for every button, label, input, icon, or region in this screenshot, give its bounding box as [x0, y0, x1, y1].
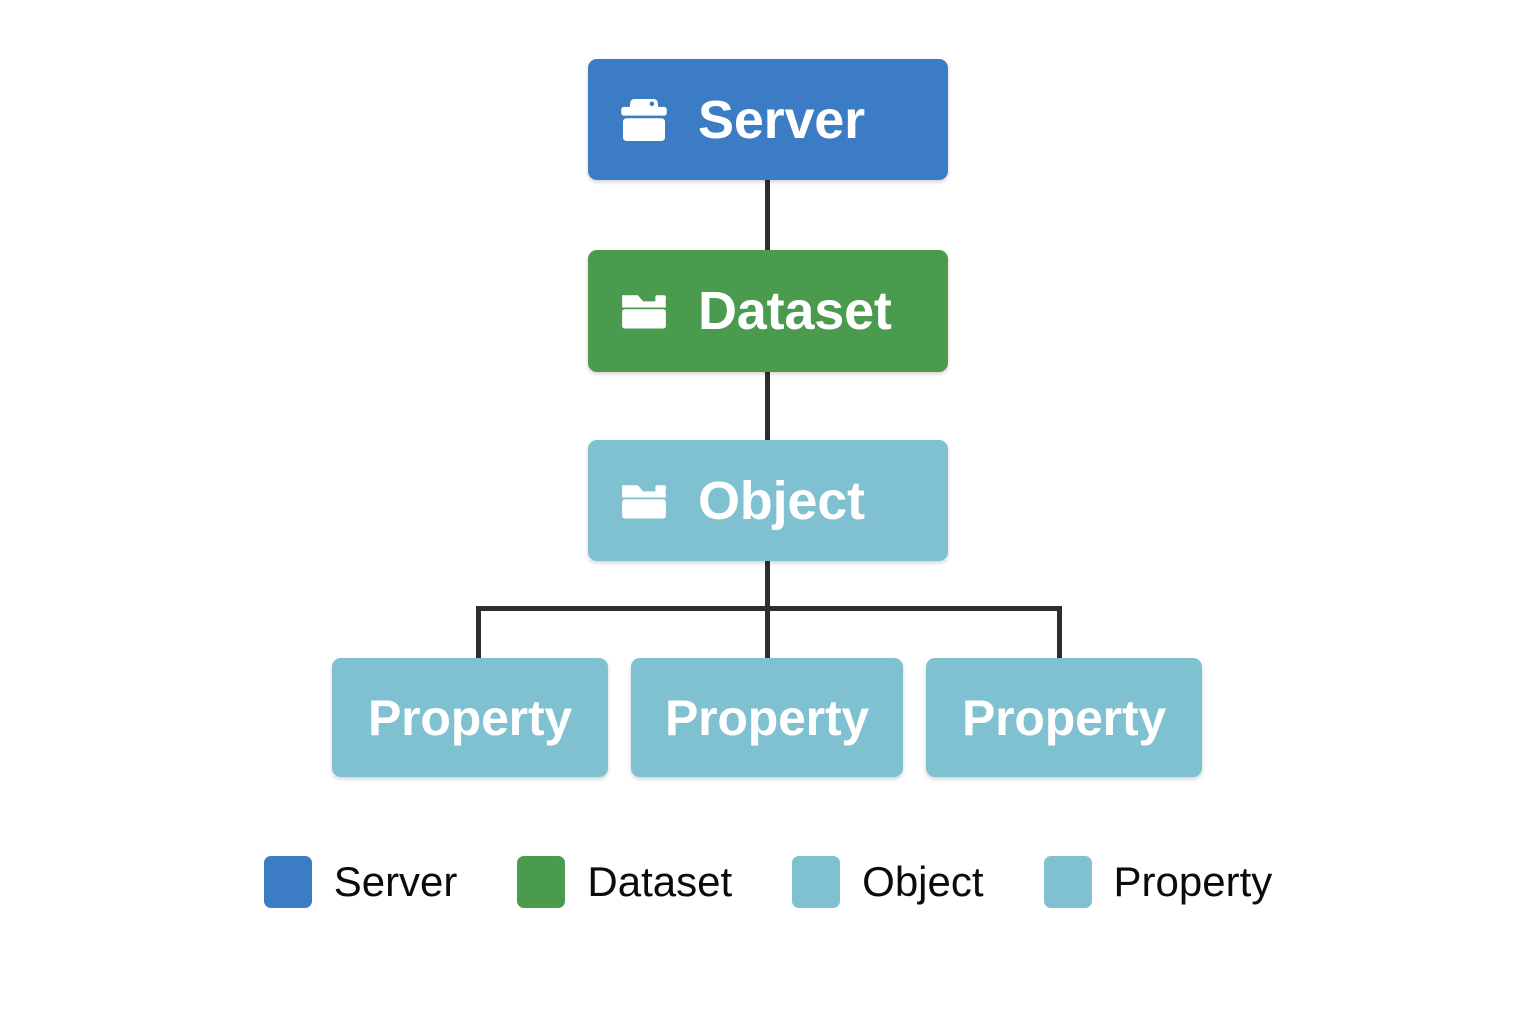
legend-swatch-object — [792, 856, 841, 908]
node-server-label: Server — [698, 89, 865, 150]
node-property-3[interactable]: Property — [926, 658, 1202, 777]
legend-swatch-property — [1043, 856, 1092, 908]
edge-object-trunk — [765, 557, 770, 611]
node-dataset[interactable]: Dataset — [588, 250, 948, 372]
legend-label-dataset: Dataset — [587, 858, 733, 905]
legend-item-object[interactable]: Object — [792, 856, 984, 908]
node-property-2-label: Property — [664, 689, 869, 746]
node-property-2[interactable]: Property — [631, 658, 903, 777]
legend: Server Dataset Object Property — [0, 856, 1536, 908]
legend-swatch-server — [263, 856, 312, 908]
node-object-label: Object — [698, 470, 865, 531]
folder-icon — [622, 484, 666, 518]
legend-item-property[interactable]: Property — [1043, 856, 1273, 908]
node-server[interactable]: Server — [588, 59, 948, 180]
legend-label-server: Server — [333, 858, 458, 905]
legend-label-property: Property — [1113, 858, 1273, 905]
node-property-1-label: Property — [367, 689, 572, 746]
edge-server-dataset — [765, 176, 770, 254]
edge-bus-property-3 — [1057, 606, 1062, 662]
node-dataset-label: Dataset — [698, 281, 892, 341]
node-property-1[interactable]: Property — [332, 658, 608, 777]
folder-icon — [622, 295, 666, 329]
legend-swatch-dataset — [517, 856, 566, 908]
legend-item-server[interactable]: Server — [263, 856, 458, 908]
server-rack-icon — [621, 98, 667, 141]
node-object[interactable]: Object — [588, 440, 948, 561]
legend-item-dataset[interactable]: Dataset — [517, 856, 732, 908]
node-property-3-label: Property — [961, 689, 1166, 746]
edge-dataset-object — [765, 368, 770, 444]
edge-bus-property-1 — [476, 606, 481, 662]
legend-label-object: Object — [862, 858, 984, 905]
edge-bus-property-2 — [765, 606, 770, 662]
